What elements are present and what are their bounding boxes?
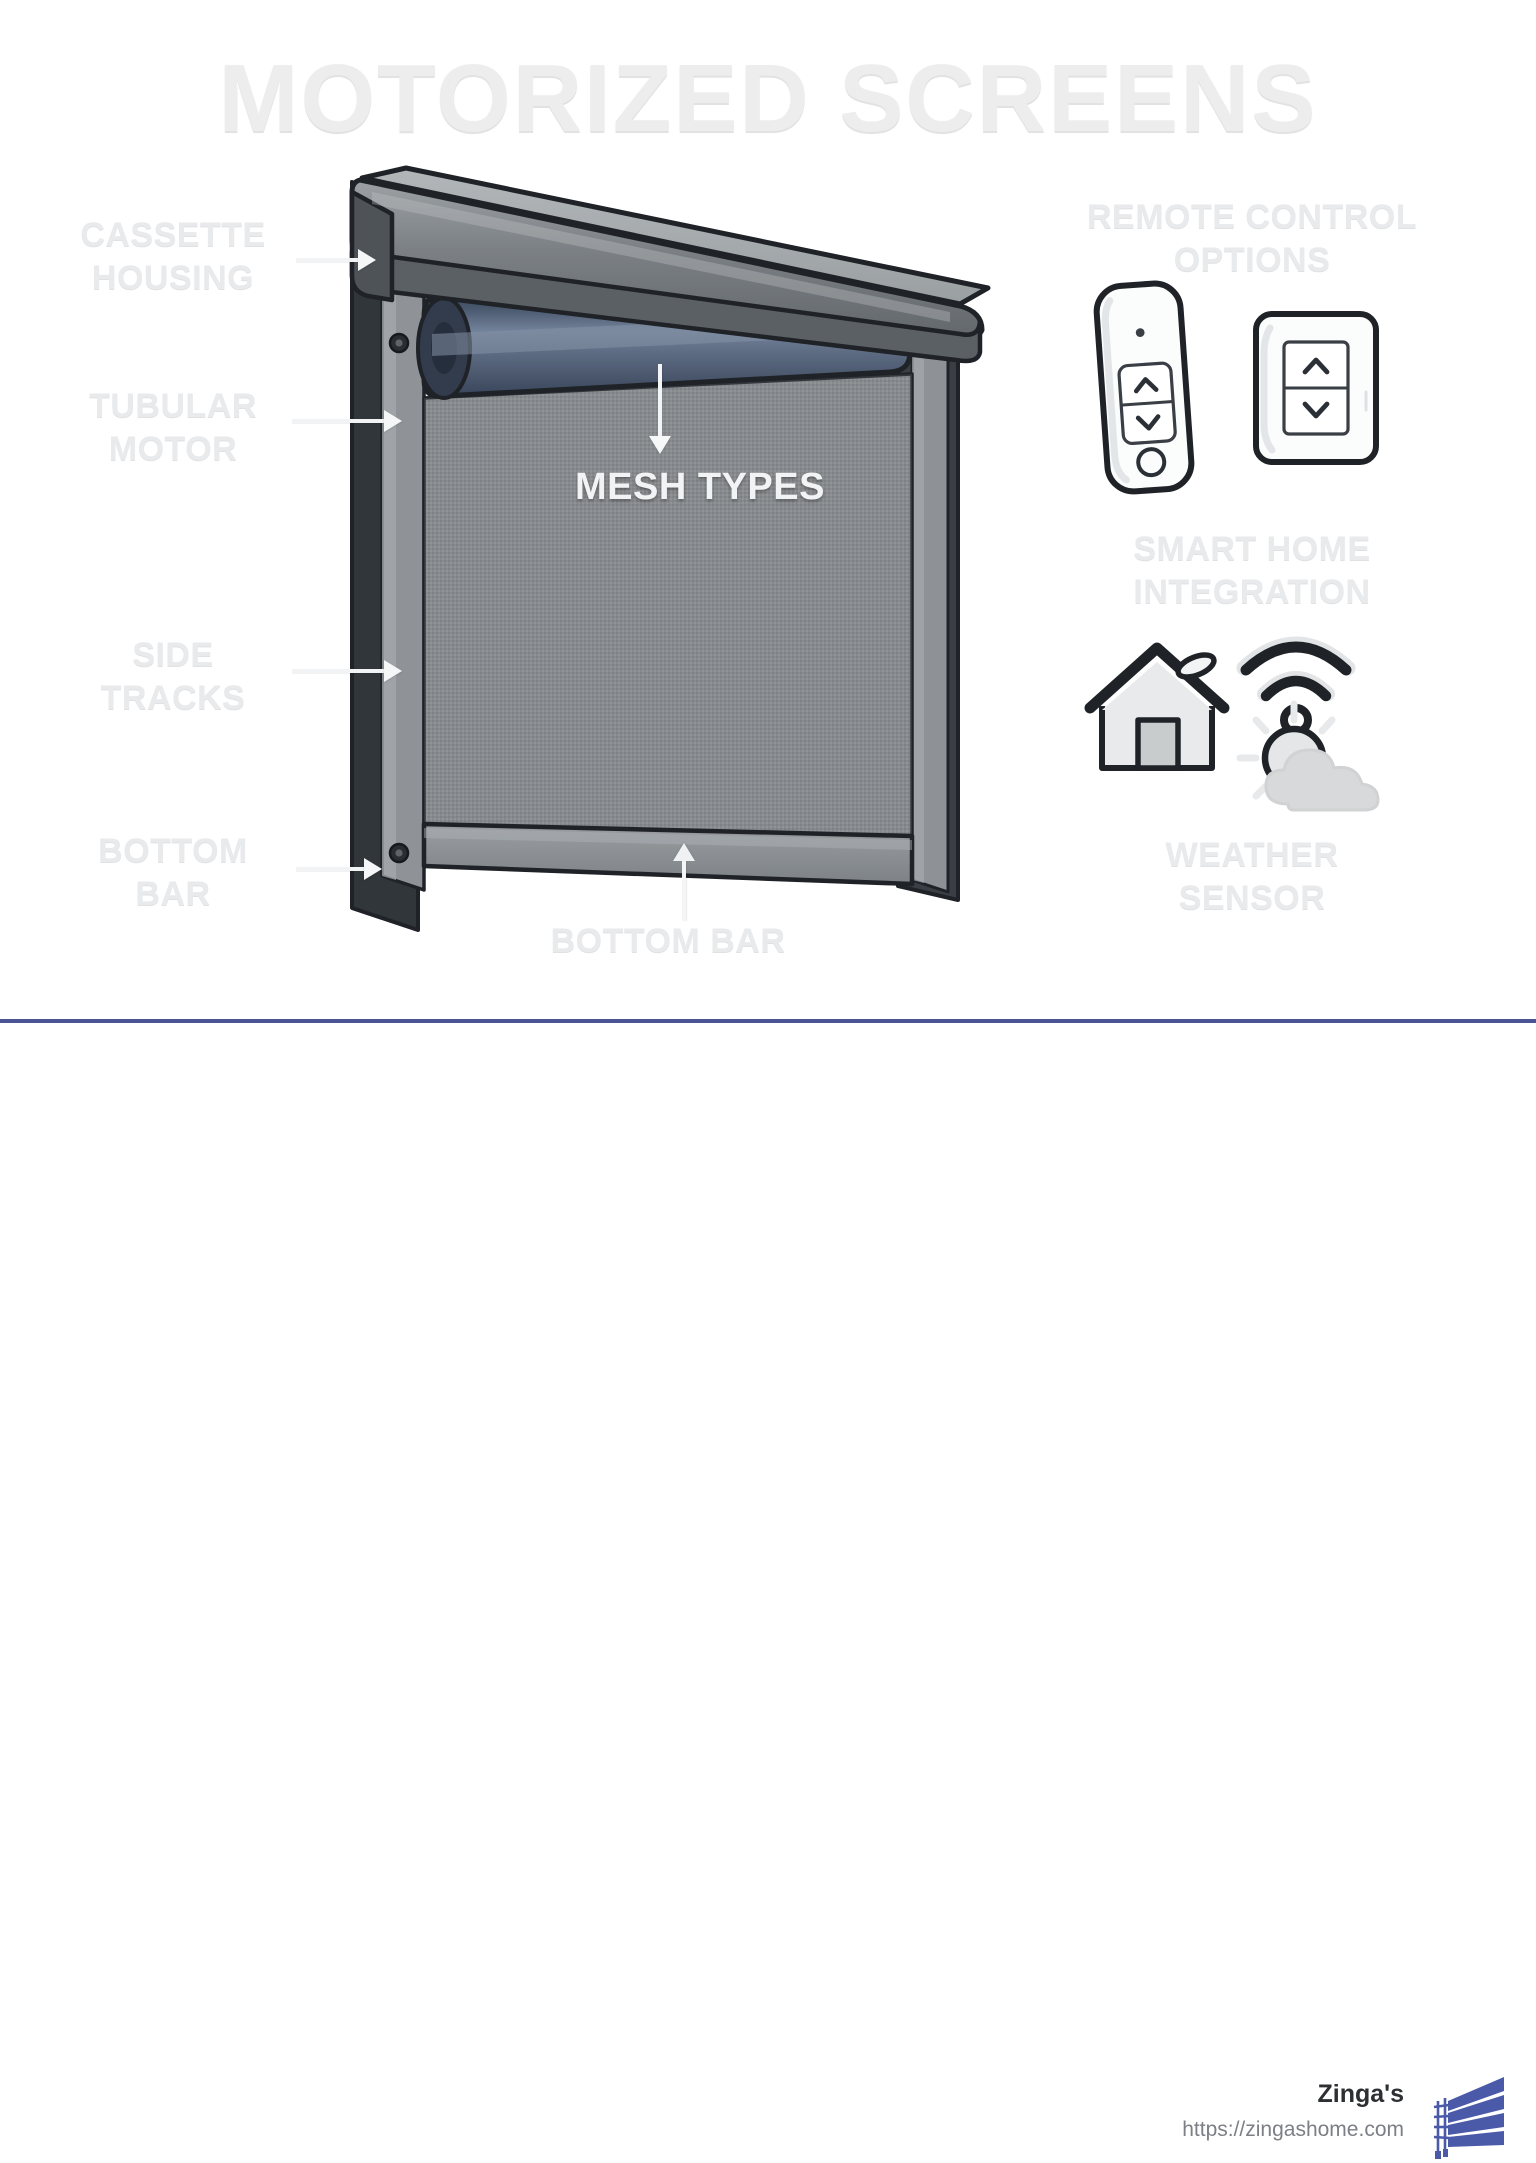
handheld-remote-icon[interactable] <box>1088 276 1214 498</box>
callout-arrow-mesh-types <box>649 364 671 454</box>
sun-rays-icon <box>1236 700 1336 800</box>
callout-label-tubular-motor: TUBULAR MOTOR <box>89 387 257 468</box>
callout-arrow-bottom-bar-left <box>296 858 382 880</box>
chevron-down-icon <box>1135 414 1161 431</box>
callout-label-bottom-bar-below: BOTTOM BAR <box>550 922 786 960</box>
footer-brand: Zinga's https://zingashome.com <box>1182 2080 1404 2141</box>
callout-label-cassette-housing: CASSETTE HOUSING <box>80 216 266 297</box>
home-icon <box>1084 642 1230 771</box>
brand-url[interactable]: https://zingashome.com <box>1182 2117 1404 2141</box>
wall-switch-icon[interactable] <box>1248 306 1384 470</box>
callout-arrow-tubular-motor <box>292 410 402 432</box>
bottom-bar <box>421 821 915 887</box>
mesh-panel <box>422 372 914 838</box>
remote-stop-button <box>1136 447 1167 478</box>
callout-label-bottom-bar-left: BOTTOM BAR <box>98 832 248 913</box>
footer-divider <box>0 1019 1536 1023</box>
wifi-icon <box>1236 636 1356 736</box>
cassette-housing <box>349 165 991 364</box>
chevron-up-icon <box>1133 377 1159 394</box>
callout-label-side-tracks: SIDE TRACKS <box>100 636 246 717</box>
weather-icon <box>1236 700 1380 812</box>
page-title: MOTORIZED SCREENS <box>218 45 1318 152</box>
callout-arrow-bottom-bar-below <box>673 843 695 921</box>
footer-bar: Zinga's https://zingashome.com <box>0 1023 1536 2159</box>
cloud-icon <box>1264 748 1380 812</box>
chevron-down-icon <box>1302 401 1330 419</box>
home-door-icon <box>1135 717 1181 771</box>
feature-heading-weather-sensor: WEATHER SENSOR <box>1165 836 1339 917</box>
chevron-up-icon <box>1302 357 1330 375</box>
callout-arrow-side-tracks <box>292 660 402 682</box>
overlay-label-mesh-types: MESH TYPES <box>575 466 825 508</box>
blinds-logo <box>1433 2077 1504 2159</box>
chimney-icon <box>1175 652 1217 680</box>
feature-heading-smart-home: SMART HOME INTEGRATION <box>1133 530 1371 611</box>
remote-led-icon <box>1135 328 1145 338</box>
brand-name: Zinga's <box>1317 2080 1404 2108</box>
callout-arrow-cassette-housing <box>296 249 376 271</box>
feature-heading-remote-control: REMOTE CONTROL OPTIONS <box>1087 198 1417 279</box>
